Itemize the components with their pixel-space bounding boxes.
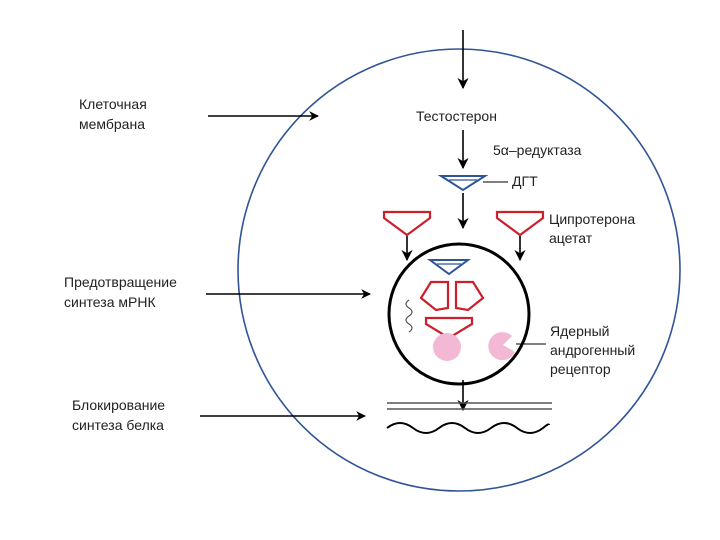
protein-label-1: Блокирование — [72, 397, 165, 413]
nucleus-dht-icon — [426, 259, 472, 276]
receptor-label-1: Ядерный — [550, 323, 609, 339]
reductase-label: 5α–редуктаза — [493, 142, 582, 158]
receptor-label-2: андрогенный — [550, 342, 635, 358]
cell-membrane — [237, 48, 681, 492]
membrane-label-2: мембрана — [79, 116, 145, 132]
testosterone-label: Тестостерон — [416, 108, 497, 124]
cyproterone-label-1: Ципротерона — [549, 211, 635, 227]
blocked-receptor-complex — [419, 280, 485, 340]
dht-icon — [437, 175, 489, 192]
mrna-label-1: Предотвращение — [64, 274, 177, 290]
receptor-left-icon — [433, 333, 461, 361]
dht-label: ДГТ — [512, 173, 538, 189]
receptor-right-icon — [488, 332, 515, 361]
mrna-label-2: синтеза мРНК — [64, 294, 156, 310]
cyproterone-label-2: ацетат — [549, 230, 593, 246]
receptor-label-3: рецептор — [550, 361, 611, 377]
nucleus — [387, 242, 531, 386]
protein-wave — [386, 422, 550, 434]
cyproterone-right-icon — [495, 210, 545, 237]
protein-label-2: синтеза белка — [72, 417, 164, 433]
dna-squiggle-icon — [405, 299, 413, 333]
cyproterone-left-icon — [382, 210, 432, 237]
membrane-label-1: Клеточная — [79, 96, 147, 112]
